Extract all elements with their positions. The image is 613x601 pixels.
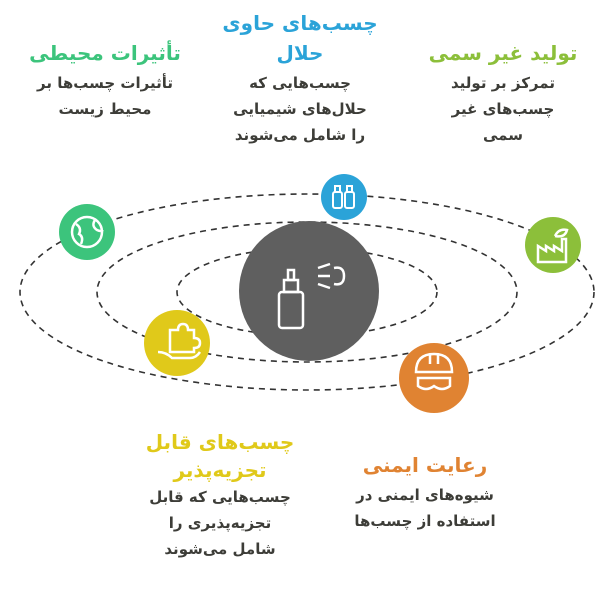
- spray-bottles-icon: [332, 185, 355, 209]
- node-solvent[interactable]: [321, 174, 367, 220]
- item-title: چسب‌های قابل تجزیه‌پذیر: [145, 430, 295, 482]
- factory-icon: [536, 228, 569, 264]
- item-nontoxic: تولید غیر سمی تمرکز بر تولید چسب‌های غیر…: [418, 38, 588, 148]
- item-environment: تأثیرات محیطی تأثیرات چسب‌ها بر محیط زیس…: [20, 38, 190, 122]
- node-safety[interactable]: [399, 343, 469, 413]
- center-circle: [239, 221, 379, 361]
- globe-icon: [70, 215, 104, 249]
- adhesive-spray-icon: [277, 262, 346, 330]
- orbit-outer: [19, 193, 595, 391]
- item-title: چسب‌های حاوی حلال: [222, 11, 378, 65]
- safety-helmet-icon: [414, 352, 454, 391]
- item-title: رعایت ایمنی: [362, 453, 488, 477]
- item-biodegradable: چسب‌های قابل تجزیه‌پذیر چسب‌هایی که قابل…: [140, 428, 300, 562]
- item-desc: شیوه‌های ایمنی در استفاده از چسب‌ها: [354, 486, 496, 530]
- node-biodegradable[interactable]: [144, 310, 210, 376]
- item-safety: رعایت ایمنی شیوه‌های ایمنی در استفاده از…: [335, 450, 515, 534]
- item-desc: تمرکز بر تولید چسب‌های غیر سمی: [451, 74, 555, 144]
- node-environment[interactable]: [59, 204, 115, 260]
- item-desc: چسب‌هایی که حلال‌های شیمیایی را شامل می‌…: [233, 74, 367, 144]
- node-nontoxic[interactable]: [525, 217, 581, 273]
- item-title: تأثیرات محیطی: [29, 41, 181, 65]
- item-title: تولید غیر سمی: [428, 41, 578, 65]
- item-desc: چسب‌هایی که قابل تجزیه‌پذیری را شامل می‌…: [149, 488, 291, 558]
- item-desc: تأثیرات چسب‌ها بر محیط زیست: [37, 74, 173, 118]
- puzzle-hand-icon: [157, 322, 202, 360]
- orbit-middle: [96, 221, 518, 363]
- item-solvent: چسب‌های حاوی حلال چسب‌هایی که حلال‌های ش…: [210, 8, 390, 148]
